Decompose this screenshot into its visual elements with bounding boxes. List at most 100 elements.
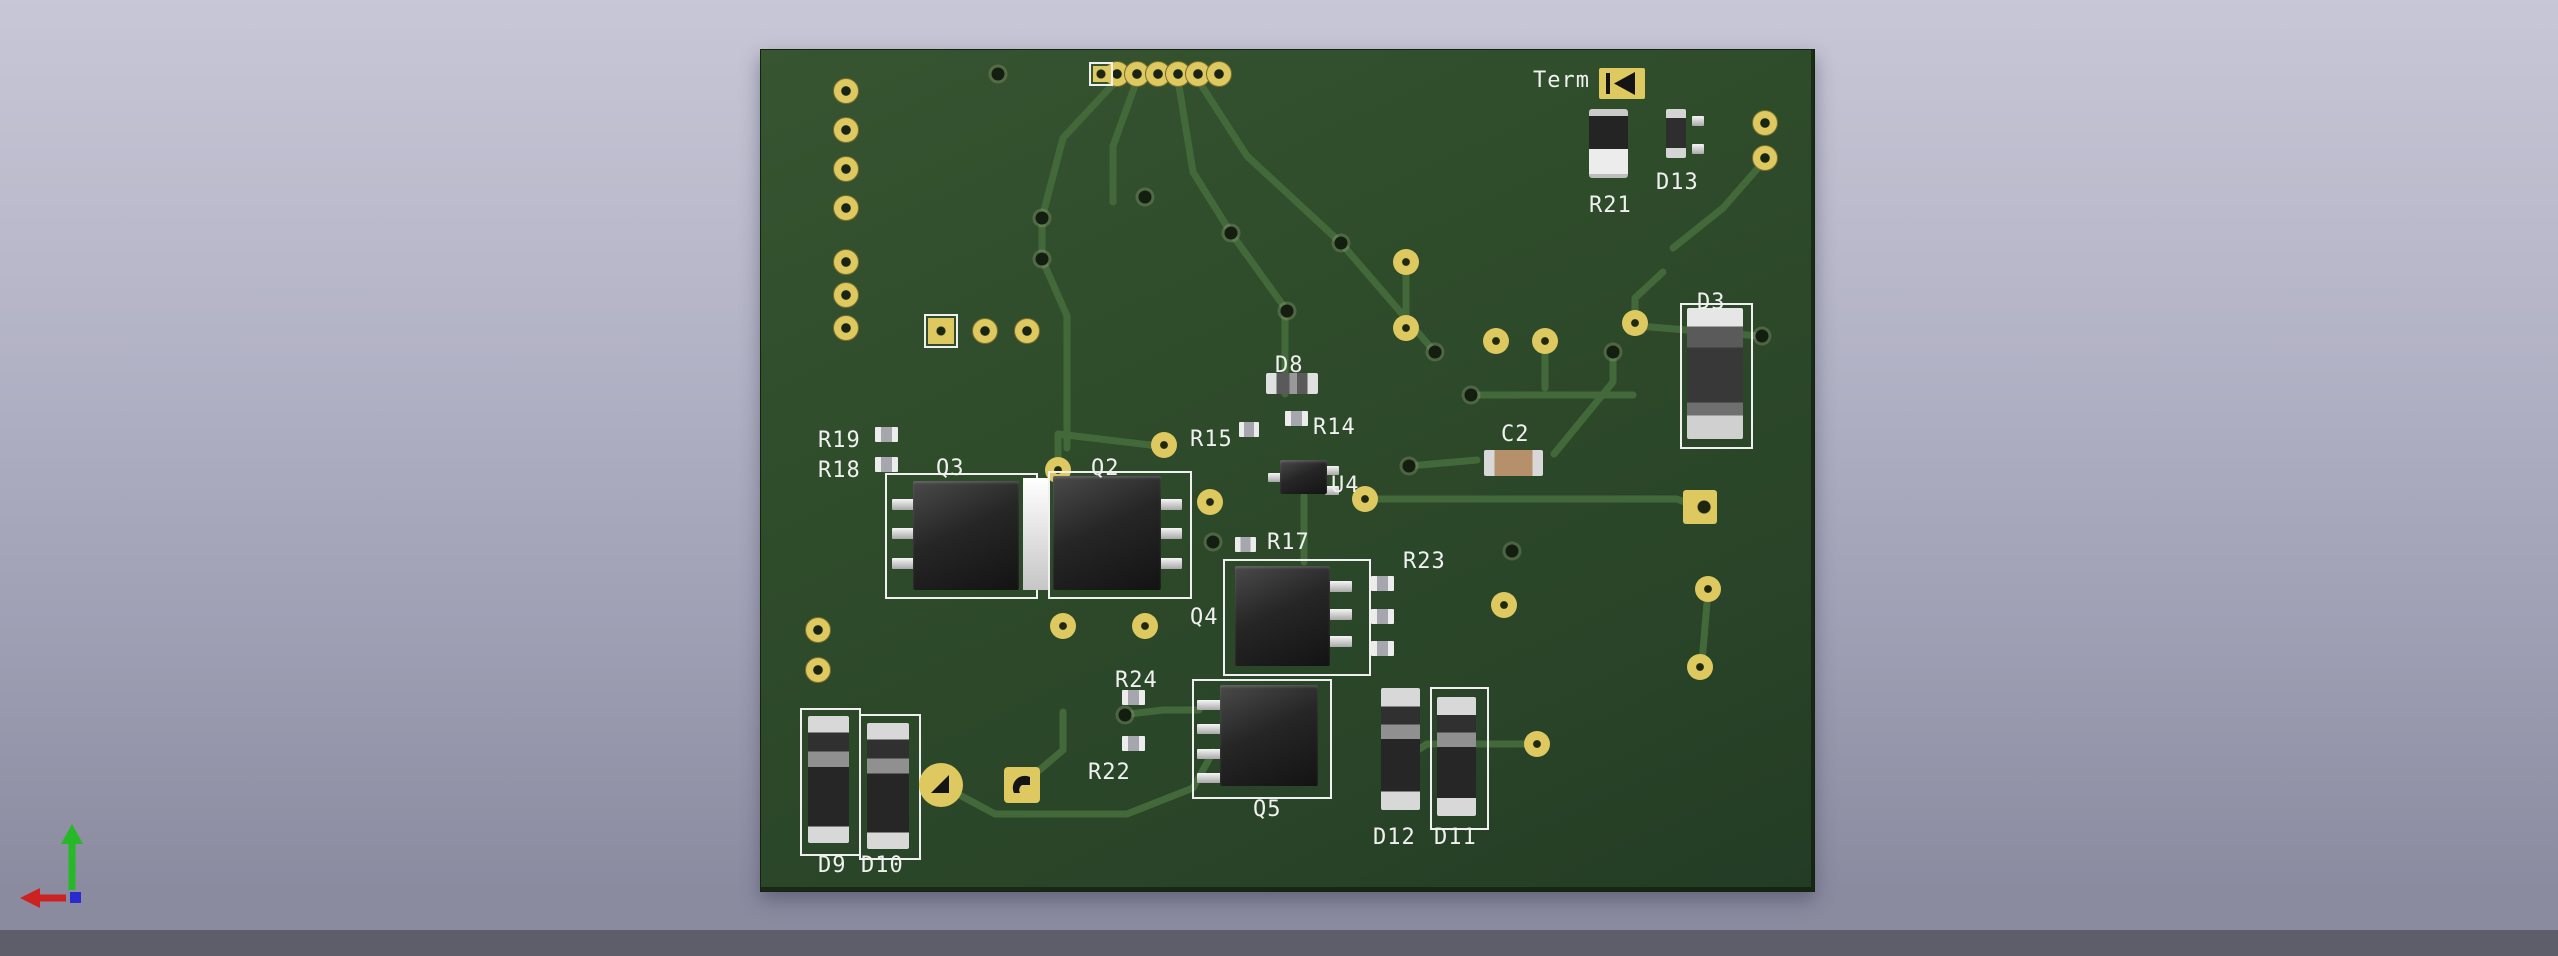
smd-pad xyxy=(1622,310,1648,336)
component-r22 xyxy=(1122,736,1145,751)
component-r24 xyxy=(1122,690,1145,705)
lead xyxy=(1197,700,1221,710)
smd-pad xyxy=(1197,489,1223,515)
square-pad xyxy=(1683,490,1717,524)
label-d9: D9 xyxy=(818,853,847,878)
label-d11: D11 xyxy=(1434,825,1477,850)
lead xyxy=(1197,749,1221,759)
arrow-pad-round xyxy=(919,763,963,807)
smd-pad xyxy=(1532,328,1558,354)
via xyxy=(1035,252,1049,266)
through-hole-pad xyxy=(805,657,831,683)
label-u4: U4 xyxy=(1331,473,1360,498)
lead xyxy=(1159,499,1182,510)
label-c2: C2 xyxy=(1501,422,1530,447)
through-hole-pad xyxy=(833,282,859,308)
through-hole-pad xyxy=(833,249,859,275)
via xyxy=(1138,190,1152,204)
label-q4: Q4 xyxy=(1190,605,1219,630)
silkscreen-outline-q5 xyxy=(1192,679,1332,799)
component-r14 xyxy=(1285,411,1308,426)
through-hole-pad xyxy=(1752,145,1778,171)
smd-pad xyxy=(1050,613,1076,639)
via xyxy=(1035,211,1049,225)
lead xyxy=(1328,636,1352,647)
smd-pad xyxy=(1352,486,1378,512)
copper-traces xyxy=(937,76,1769,818)
smd-pad xyxy=(1524,731,1550,757)
via xyxy=(1464,388,1478,402)
through-hole-pad xyxy=(1014,318,1040,344)
lead xyxy=(1159,558,1182,569)
via xyxy=(1224,226,1238,240)
through-hole-pad xyxy=(833,315,859,341)
through-hole-pad xyxy=(805,617,831,643)
component-c2 xyxy=(1484,450,1543,476)
lead xyxy=(1328,581,1352,592)
silkscreen-outline-d3 xyxy=(1680,303,1753,449)
pad xyxy=(1692,144,1704,154)
label-r18: R18 xyxy=(818,458,861,483)
label-r24: R24 xyxy=(1115,668,1158,693)
via xyxy=(1206,535,1220,549)
lead xyxy=(1268,473,1282,482)
component-q5 xyxy=(1220,685,1318,786)
marker-pad xyxy=(924,314,958,348)
marker-pad xyxy=(1089,62,1113,86)
lead xyxy=(892,558,915,569)
label-r14: R14 xyxy=(1313,415,1356,440)
smd-pad xyxy=(1132,613,1158,639)
label-d8: D8 xyxy=(1275,353,1304,378)
component-u4 xyxy=(1280,460,1327,494)
label-r17: R17 xyxy=(1267,530,1310,555)
lead xyxy=(1325,486,1339,495)
label-r15: R15 xyxy=(1190,427,1233,452)
label-d10: D10 xyxy=(861,853,904,878)
lead xyxy=(1159,528,1182,539)
lead xyxy=(1197,773,1221,783)
component-r18 xyxy=(875,457,898,472)
component-d13 xyxy=(1666,109,1686,158)
silkscreen-outline-q2 xyxy=(1048,471,1192,599)
through-hole-pad xyxy=(833,117,859,143)
smd-pad xyxy=(1695,576,1721,602)
component-r17 xyxy=(1235,537,1256,552)
through-hole-pad xyxy=(1752,110,1778,136)
label-q2: Q2 xyxy=(1091,456,1120,481)
axis-indicator xyxy=(20,824,83,908)
label-q5: Q5 xyxy=(1253,797,1282,822)
component-r23-b xyxy=(1371,609,1394,624)
component-d3 xyxy=(1687,308,1743,439)
through-hole-pad xyxy=(833,195,859,221)
smd-pad xyxy=(1151,432,1177,458)
silkscreen-outline-d11 xyxy=(1430,687,1489,830)
label-q3: Q3 xyxy=(936,456,965,481)
pad xyxy=(1692,116,1704,126)
arrow-icon xyxy=(931,775,949,793)
via xyxy=(1118,708,1132,722)
lead xyxy=(892,528,915,539)
label-d3: D3 xyxy=(1697,290,1726,315)
label-r23: R23 xyxy=(1403,549,1446,574)
component-d8 xyxy=(1266,373,1318,394)
component-d9 xyxy=(808,716,849,843)
label-r22: R22 xyxy=(1088,760,1131,785)
bottom-bar xyxy=(0,930,2558,956)
label-r19: R19 xyxy=(818,428,861,453)
component-d12 xyxy=(1381,688,1420,810)
pad-layer xyxy=(761,50,1814,891)
via xyxy=(1505,544,1519,558)
component-r15 xyxy=(1239,422,1259,437)
x-axis-arrow xyxy=(20,888,66,908)
component-r21 xyxy=(1589,109,1628,178)
term-marker-pad xyxy=(1599,68,1645,99)
label-r21: R21 xyxy=(1589,193,1632,218)
through-hole-pad xyxy=(833,78,859,104)
pcb-board: Term R21 D13 D3 D8 R14 R15 U4 C2 R19 R18… xyxy=(760,49,1815,892)
via xyxy=(1402,459,1416,473)
component-r23-a xyxy=(1371,576,1394,591)
component-r19 xyxy=(875,427,898,442)
via xyxy=(991,67,1005,81)
